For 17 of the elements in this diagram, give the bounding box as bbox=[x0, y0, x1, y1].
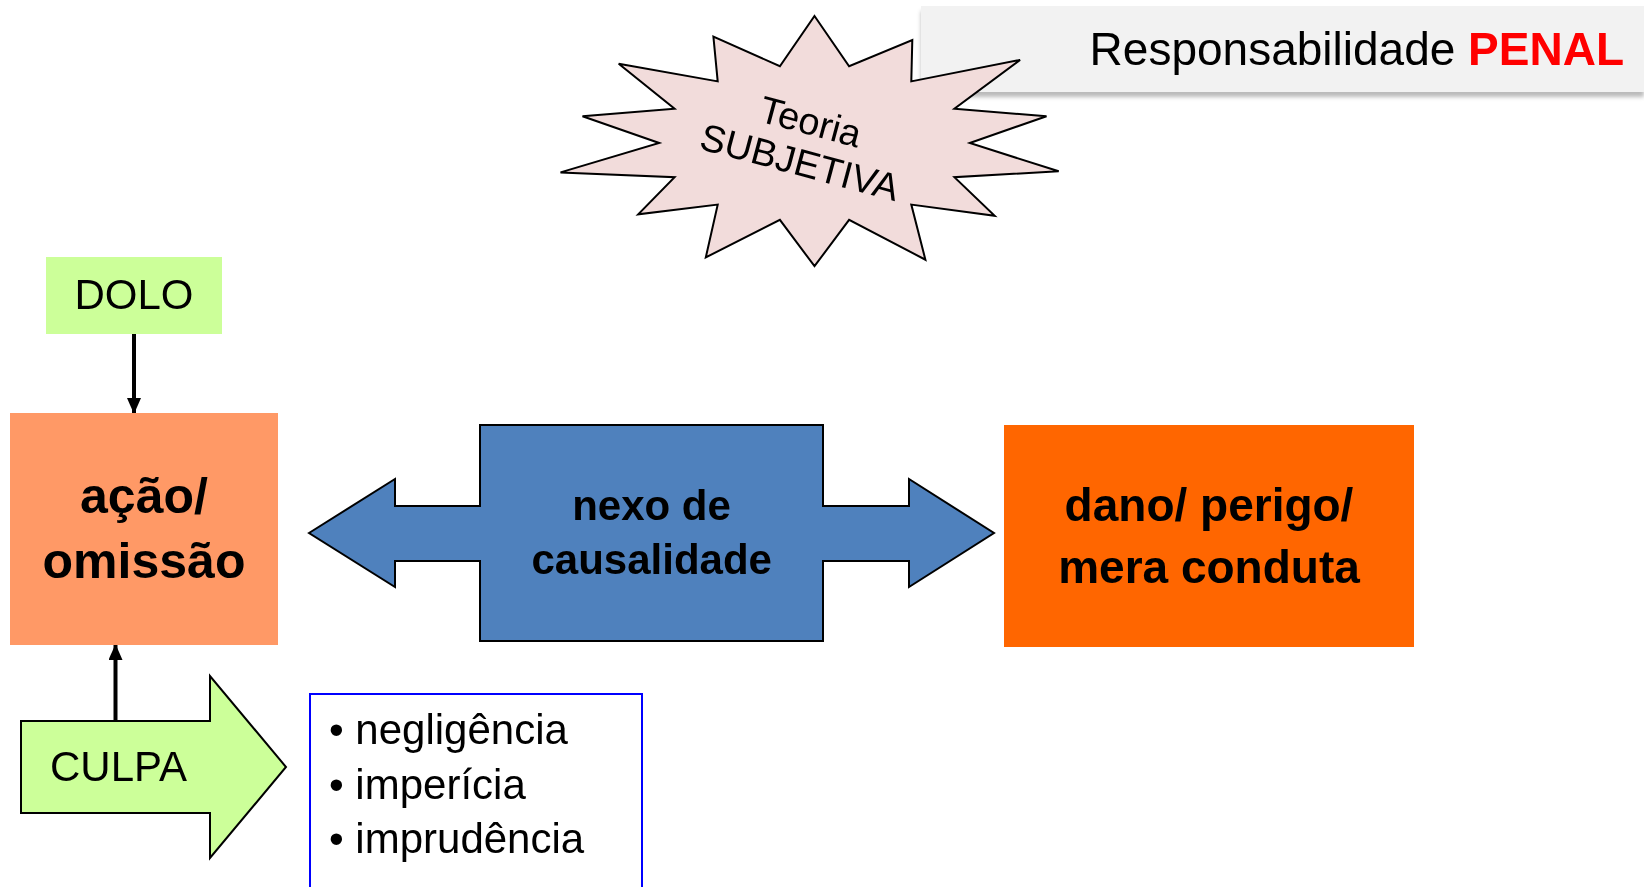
list-item: • negligência bbox=[329, 705, 568, 755]
arrow bbox=[127, 334, 141, 414]
text-box bbox=[1004, 425, 1414, 647]
list-item: • imperícia bbox=[329, 759, 526, 810]
node-label: nexo de causalidade bbox=[531, 481, 772, 585]
block-arrow-shape bbox=[21, 676, 286, 858]
list-item: • imprudência bbox=[329, 814, 585, 865]
title-text: Responsabilidade PENAL bbox=[1089, 22, 1624, 76]
node-label: ação/ omissão bbox=[41, 467, 247, 591]
text-box bbox=[10, 413, 278, 645]
arrow bbox=[108, 644, 123, 721]
list-box bbox=[309, 693, 643, 887]
node-label: DOLO bbox=[74, 270, 194, 321]
node-label: dano/ perigo/ mera conduta bbox=[1057, 477, 1361, 595]
text-box bbox=[46, 257, 222, 334]
double-arrow-shape bbox=[309, 425, 994, 641]
node-label: CULPA bbox=[50, 741, 187, 792]
